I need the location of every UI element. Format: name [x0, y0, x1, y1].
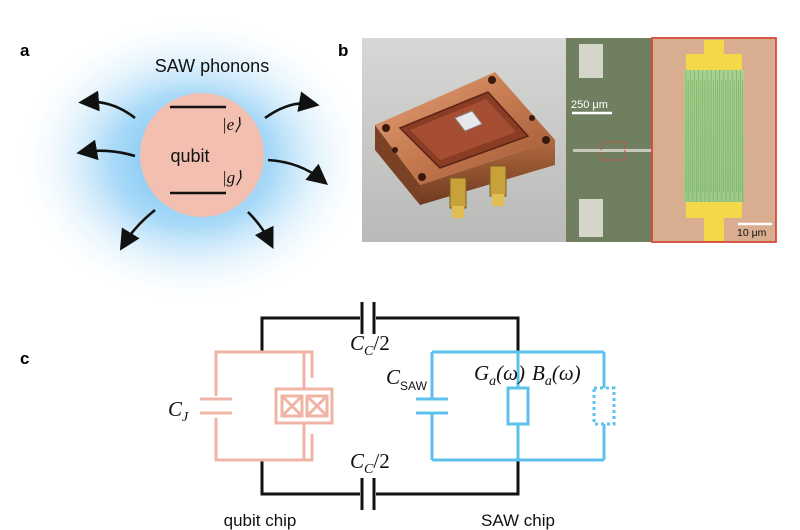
sma-connector-right: [489, 165, 507, 197]
state-e-label: |e⟩: [222, 115, 241, 134]
cj-label: CJ: [168, 397, 189, 425]
ga-label: Ga(ω): [474, 361, 525, 389]
arrow-mid-left: [76, 139, 136, 161]
panel-a: a SAW phonons |e⟩ |g⟩ qubit: [13, 12, 373, 308]
screw-hole: [382, 124, 390, 132]
saw-phonons-label: SAW phonons: [155, 56, 269, 76]
state-g-label: |g⟩: [222, 168, 242, 187]
screw-hole: [542, 136, 550, 144]
screw-hole: [488, 76, 496, 84]
arrow-lower-left: [119, 208, 156, 251]
idt-fingers-region: [684, 70, 744, 202]
josephson-junction-right: [305, 394, 329, 418]
panel-b: b: [338, 37, 777, 243]
qubit-loop: [214, 350, 314, 462]
ga-resistor: [506, 386, 530, 426]
electrode-bottom: [686, 202, 742, 241]
emission-arrows: [76, 90, 329, 251]
chip-in-box: [454, 110, 483, 132]
panel-b-letter: b: [338, 41, 348, 60]
screw-hole: [418, 173, 426, 181]
micrograph-background: [566, 38, 652, 242]
contact-pad-bottom: [579, 199, 603, 237]
sample-box-photo: [362, 38, 566, 242]
ba-label: Ba(ω): [532, 361, 581, 389]
arrow-upper-right: [264, 91, 320, 120]
electrode-top: [686, 40, 742, 70]
idt-zoom: 10 μm: [651, 37, 777, 243]
qubit-label: qubit: [170, 146, 209, 166]
scale-label-10: 10 μm: [737, 227, 767, 239]
arrow-lower-right: [247, 211, 274, 249]
qubit-circle: [140, 93, 264, 217]
sma-connectors: [449, 165, 507, 218]
zoom-box: [600, 141, 626, 161]
contact-pad-top: [579, 44, 603, 78]
panel-c-letter: c: [20, 349, 29, 368]
scale-label-250: 250 μm: [571, 99, 608, 111]
panel-a-letter: a: [20, 41, 30, 60]
idt-fingers: [685, 70, 744, 202]
transmission-line: [573, 149, 652, 152]
coupling-wires: [260, 302, 520, 510]
cc-top-label: CC/2: [350, 331, 390, 359]
saw-circuit: [416, 350, 616, 462]
cc-bottom-label: CC/2: [350, 449, 390, 477]
chip-micrograph: 250 μm: [566, 38, 652, 242]
qubit-circuit: [200, 350, 334, 462]
arrow-upper-left: [78, 90, 136, 120]
csaw-label: CSAW: [386, 365, 428, 393]
qubit-chip-label: qubit chip: [224, 511, 297, 530]
sma-connector-left: [449, 177, 467, 209]
arrow-mid-right: [267, 158, 329, 185]
ba-susceptance: [592, 386, 616, 426]
box-left-side: [375, 125, 420, 205]
josephson-junction-left: [280, 394, 304, 418]
saw-chip-label: SAW chip: [481, 511, 555, 530]
panel-c: c: [20, 302, 616, 530]
